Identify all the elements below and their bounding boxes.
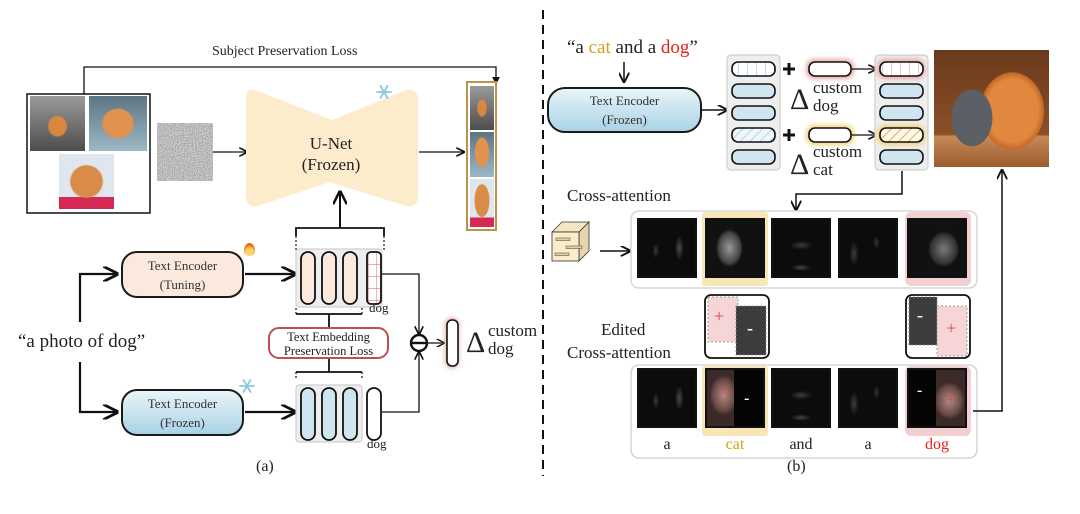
edited-attention-map-cat: + - <box>705 368 765 428</box>
encoder-title: Text Encoder <box>589 93 660 108</box>
token-word: a <box>663 436 671 453</box>
attention-map-a2 <box>838 218 898 278</box>
token-word-dog: dog <box>925 436 949 453</box>
input-photo-3 <box>59 154 114 209</box>
unet-shape <box>245 89 418 207</box>
delta-dog-sub: dog <box>813 96 839 115</box>
loss-line1: Text Embedding <box>287 330 370 344</box>
input-photo-1 <box>30 96 85 151</box>
attention-cube-icon <box>551 221 590 262</box>
delta-dog-embedding-b <box>808 61 852 77</box>
delta-sup: custom <box>488 321 538 340</box>
plus-icon: + <box>720 382 730 399</box>
edited-attention-map-a2 <box>838 368 898 428</box>
encoder-subtitle: (Tuning) <box>159 276 206 292</box>
prompt-text-a: “a photo of dog” <box>18 331 146 352</box>
minus-icon: - <box>744 390 750 407</box>
attention-map-dog <box>907 218 967 278</box>
token-word: and <box>789 436 813 453</box>
text-encoder-frozen: Text Encoder (Frozen) <box>121 389 244 436</box>
tuning-embeddings-group <box>295 248 383 308</box>
unet-subtitle: (Frozen) <box>301 155 361 174</box>
encoder-title: Text Encoder <box>147 395 218 411</box>
delta-dog-sup: custom <box>813 78 863 97</box>
text-encoder-tuning: Text Encoder (Tuning) <box>121 251 244 298</box>
attention-map-cat <box>705 218 765 278</box>
plus-icon: + <box>714 306 725 326</box>
edited-attention-map-and <box>771 368 831 428</box>
output-photo-3 <box>470 179 494 227</box>
edit-mask-dog <box>905 294 971 359</box>
embedding-preservation-loss-box: Text Embedding Preservation Loss <box>268 327 389 359</box>
delta-cat-sup: custom <box>813 142 863 161</box>
token-word-cat: cat <box>725 436 745 453</box>
encoder-title: Text Encoder <box>147 257 218 273</box>
input-photo-2 <box>89 96 147 151</box>
delta-cat-symbol: Δ <box>790 148 810 181</box>
panel-a-caption: (a) <box>256 458 274 475</box>
dog-token-embedding-tuned <box>366 251 382 305</box>
subject-loss-connector <box>83 66 500 96</box>
dog-token-label-top: dog <box>369 300 389 315</box>
output-photo-1 <box>470 86 494 130</box>
snowflake-icon <box>376 85 392 99</box>
plus-icon: + <box>946 392 956 409</box>
panel-b-caption: (b) <box>787 458 806 475</box>
token-word: a <box>864 436 872 453</box>
minus-icon: - <box>747 318 753 338</box>
flame-icon <box>244 243 255 256</box>
minus-icon: - <box>917 382 923 399</box>
delta-cat-embedding <box>808 127 852 143</box>
prompt-part: and a <box>610 37 661 58</box>
prompt-part: “a <box>567 37 589 58</box>
prompt-part-cat: cat <box>588 37 611 58</box>
delta-dog-embedding <box>446 319 459 367</box>
edited-attention-map-dog: - + <box>907 368 967 428</box>
prompt-part-dog: dog <box>660 37 690 58</box>
cross-attention-label: Cross-attention <box>567 186 671 205</box>
subtract-icon <box>409 333 429 353</box>
delta-dog-symbol: Δ <box>790 83 810 116</box>
encoder-subtitle: (Frozen) <box>602 112 647 127</box>
delta-symbol: Δ <box>466 326 486 359</box>
edit-mask-cat <box>704 294 770 359</box>
minus-icon: - <box>917 305 923 325</box>
plus-icon: + <box>946 318 957 338</box>
delta-cat-sub: cat <box>813 160 833 179</box>
dog-token-embedding-frozen <box>366 387 382 441</box>
unet-title: U-Net <box>309 134 353 153</box>
output-photo-2 <box>470 132 494 177</box>
encoder-subtitle: (Frozen) <box>160 414 205 430</box>
snowflake-icon <box>239 379 255 393</box>
attention-map-and <box>771 218 831 278</box>
noise-image <box>157 123 213 181</box>
generated-image <box>934 50 1049 167</box>
attention-map-a <box>637 218 697 278</box>
prompt-part: ” <box>689 37 698 58</box>
text-encoder-frozen-b: Text Encoder (Frozen) <box>547 87 702 133</box>
dog-token-label-bottom: dog <box>367 436 387 451</box>
edited-label-line1: Edited <box>601 320 646 339</box>
subject-loss-label: Subject Preservation Loss <box>212 44 358 59</box>
edited-attention-map-a <box>637 368 697 428</box>
prompt-text-b: “a cat and a dog” <box>567 37 698 59</box>
loss-line2: Preservation Loss <box>283 344 374 358</box>
delta-sub: dog <box>488 339 514 358</box>
edited-label-line2: Cross-attention <box>567 343 671 362</box>
